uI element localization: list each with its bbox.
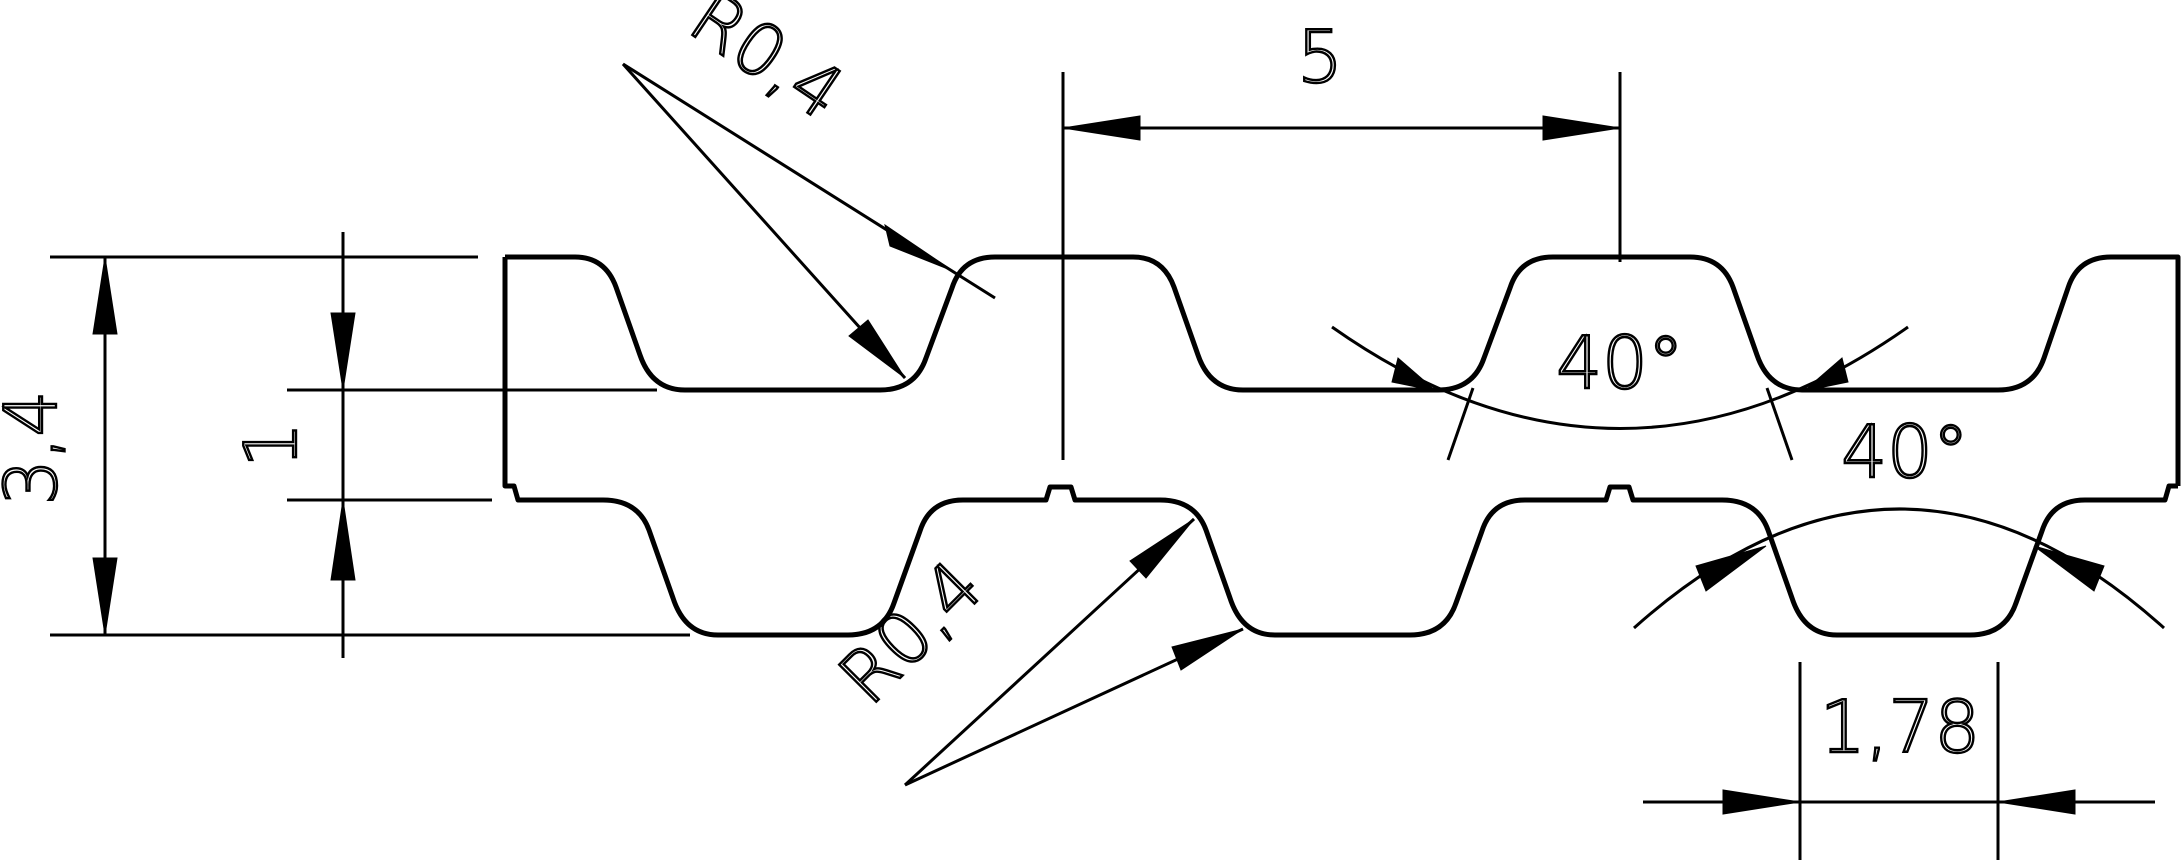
radius-bottom-label: R0,4: [823, 544, 999, 720]
pitch-dimension: 5: [1061, 14, 1622, 460]
flank-angle-top: 40°: [1331, 320, 1909, 461]
tooth-width-label: 1,78: [1820, 685, 1980, 769]
flank-angle-bottom: 40°: [1633, 409, 2166, 630]
base-thickness-dimension: 1: [228, 232, 657, 658]
pitch-label: 5: [1297, 15, 1343, 99]
total-thickness-dimension: 3,4: [0, 255, 690, 637]
belt-top-profile: [505, 254, 2181, 486]
total-thickness-label: 3,4: [0, 391, 73, 506]
tooth-width-dimension: 1,78: [1643, 662, 2155, 860]
radius-callout-bottom: R0,4: [821, 517, 1244, 787]
base-thickness-label: 1: [229, 422, 313, 468]
belt-bottom-profile: [502, 257, 2178, 638]
flank-angle-bottom-label: 40°: [1841, 410, 1969, 494]
flank-angle-top-label: 40°: [1556, 321, 1684, 405]
